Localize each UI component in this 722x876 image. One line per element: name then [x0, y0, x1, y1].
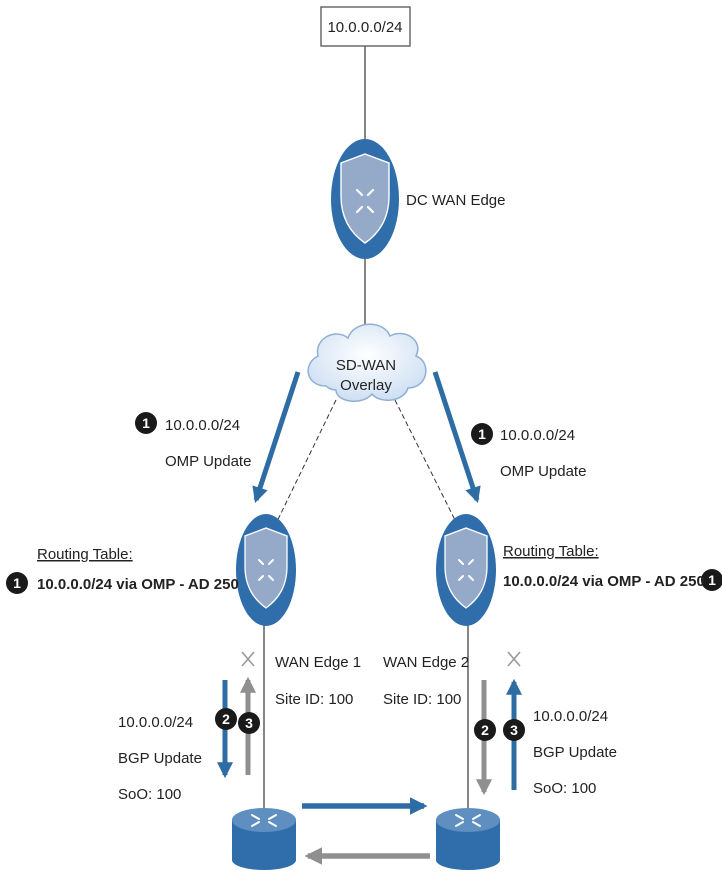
wan-edge-1-device: [236, 514, 296, 626]
overlay-line1: SD-WAN: [336, 357, 396, 374]
prefix-box-label: 10.0.0.0/24: [327, 19, 402, 36]
router-arrows-icon: [258, 559, 274, 581]
step-badge: [474, 719, 496, 741]
omp-right-type: OMP Update: [500, 463, 586, 480]
shield-icon: [444, 527, 488, 609]
omp-left-prefix: 10.0.0.0/24: [165, 417, 240, 434]
routing-table-left: 1 Routing Table: 10.0.0.0/24 via OMP - A…: [6, 546, 239, 594]
router-arrows-icon: [455, 814, 481, 827]
omp-right-prefix: 10.0.0.0/24: [500, 427, 575, 444]
step-badge: [135, 412, 157, 434]
bgp-right-soo: SoO: 100: [533, 780, 596, 797]
omp-update-left: 1 10.0.0.0/24 OMP Update: [135, 412, 251, 470]
router-arrows-icon: [458, 559, 474, 581]
dc-wan-edge: DC WAN Edge: [331, 139, 505, 259]
step-badge: [503, 719, 525, 741]
step-badge-number: 3: [510, 722, 518, 738]
step-badge: [215, 708, 237, 730]
wan-edge-1-name: WAN Edge 1: [275, 654, 361, 671]
step-badge-number: 1: [142, 415, 150, 431]
wan-edge-2-site: Site ID: 100: [383, 691, 461, 708]
router-link-arrows: [302, 797, 430, 865]
site-router-left: [232, 808, 296, 870]
step-badge-number: 1: [13, 575, 21, 591]
wan-edge-1-site: Site ID: 100: [275, 691, 353, 708]
prefix-box: 10.0.0.0/24: [320, 6, 411, 47]
wan-edge-2-device: [436, 514, 496, 626]
step-badge: [238, 712, 260, 734]
omp-arrows: [252, 371, 481, 504]
omp-left-type: OMP Update: [165, 453, 251, 470]
site-router-right: [436, 808, 500, 870]
bgp-arrows-left: 2 3: [215, 651, 260, 779]
dc-wan-edge-label: DC WAN Edge: [406, 192, 505, 209]
bgp-right-prefix: 10.0.0.0/24: [533, 708, 608, 725]
bgp-update-left: 10.0.0.0/24 BGP Update SoO: 100: [118, 714, 202, 803]
blocked-x-icon: [241, 651, 255, 667]
omp-arrow-right: [432, 371, 481, 504]
shield-icon: [340, 153, 390, 244]
step-badge-number: 2: [481, 722, 489, 738]
bgp-left-type: BGP Update: [118, 750, 202, 767]
step-badge: [471, 423, 493, 445]
wan-edge-1-info: WAN Edge 1 Site ID: 100: [275, 654, 361, 708]
overlay-line2: Overlay: [340, 377, 392, 394]
routing-table-right: 1 Routing Table: 10.0.0.0/24 via OMP - A…: [503, 543, 722, 591]
bgp-left-soo: SoO: 100: [118, 786, 181, 803]
step-badge-number: 3: [245, 715, 253, 731]
bgp-right-type: BGP Update: [533, 744, 617, 761]
router-arrows-icon: [355, 188, 375, 214]
bgp-left-prefix: 10.0.0.0/24: [118, 714, 193, 731]
wan-edge-2-name: WAN Edge 2: [383, 654, 469, 671]
wan-edge-2-info: WAN Edge 2 Site ID: 100: [383, 654, 469, 708]
step-badge-number: 2: [222, 711, 230, 727]
bgp-update-right: 10.0.0.0/24 BGP Update SoO: 100: [533, 708, 617, 797]
omp-arrow-left: [252, 371, 301, 504]
routing-table-title: Routing Table:: [37, 546, 133, 563]
routing-table-title: Routing Table:: [503, 543, 599, 560]
step-badge-number: 1: [708, 572, 716, 588]
step-badge: [6, 572, 28, 594]
step-badge: [701, 569, 722, 591]
blocked-x-icon: [507, 651, 521, 667]
sdwan-overlay-cloud: SD-WAN Overlay: [307, 323, 427, 402]
routing-table-entry: 10.0.0.0/24 via OMP - AD 250: [503, 573, 705, 590]
step-badge-number: 1: [478, 426, 486, 442]
omp-update-right: 1 10.0.0.0/24 OMP Update: [471, 423, 586, 480]
routing-table-entry: 10.0.0.0/24 via OMP - AD 250: [37, 576, 239, 593]
shield-icon: [244, 527, 288, 609]
connector-lines: [263, 46, 469, 815]
router-arrows-icon: [251, 814, 277, 827]
bgp-arrows-right: 2 3: [474, 651, 525, 796]
